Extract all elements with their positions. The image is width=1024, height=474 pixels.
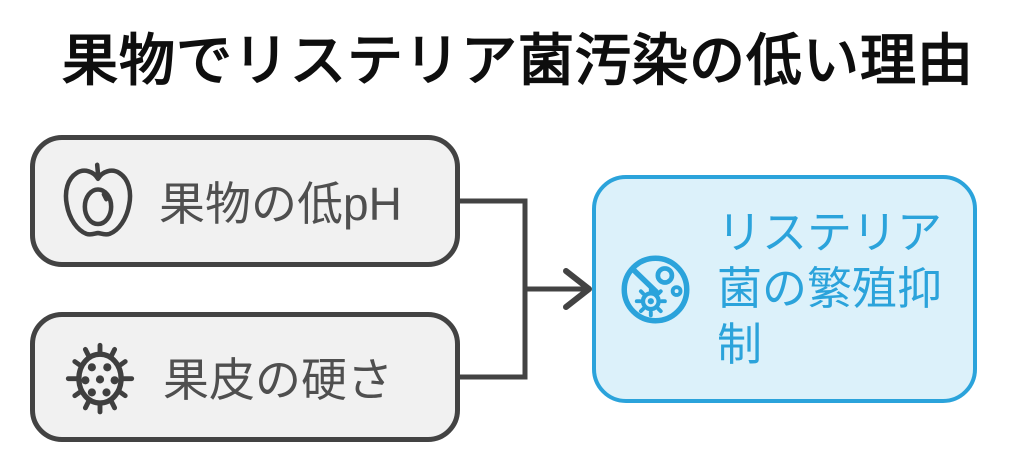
node-label: 果皮の硬さ <box>163 354 393 406</box>
germ-icon <box>61 338 139 416</box>
node-fruit-low-ph: 果物の低pH <box>30 135 460 267</box>
page-title: 果物でリステリア菌汚染の低い理由 <box>62 29 974 92</box>
fruit-icon <box>61 161 135 241</box>
node-listeria-suppression: リステリア菌の繁殖抑制 <box>592 175 977 403</box>
node-label: リステリア菌の繁殖抑制 <box>717 207 943 370</box>
node-label: 果物の低pH <box>159 178 402 230</box>
bacteria-suppression-icon <box>618 252 693 327</box>
node-peel-hardness: 果皮の硬さ <box>30 312 460 442</box>
